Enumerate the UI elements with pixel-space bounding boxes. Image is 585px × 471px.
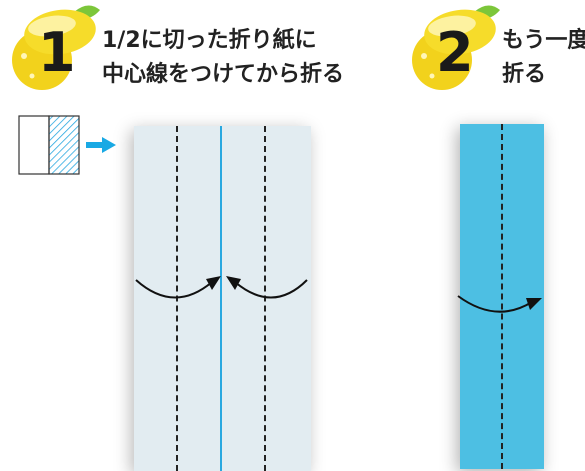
center-crease-line (220, 126, 222, 471)
fold-line-right (264, 126, 266, 471)
step-2-instruction-line-2: 折る (502, 62, 547, 87)
fold-line-center (501, 124, 503, 469)
origami-paper-step-2 (460, 124, 544, 469)
half-paper-diagram (18, 115, 80, 175)
arrow-right-icon (86, 137, 116, 153)
step-1-instruction-line-1: 1/2に切った折り紙に (102, 28, 317, 53)
fold-arrow-right-icon (226, 276, 308, 299)
step-2-number: 2 (436, 21, 474, 84)
step-1-number: 1 (38, 21, 76, 84)
lemon-badge-icon (12, 5, 100, 90)
step-2-instruction-line-1: もう一度 (502, 28, 585, 53)
step-1-instruction-line-2: 中心線をつけてから折る (102, 62, 345, 87)
fold-arrow-icon (457, 295, 542, 313)
lemon-badge-icon (412, 5, 500, 90)
fold-arrow-left-icon (135, 276, 221, 299)
